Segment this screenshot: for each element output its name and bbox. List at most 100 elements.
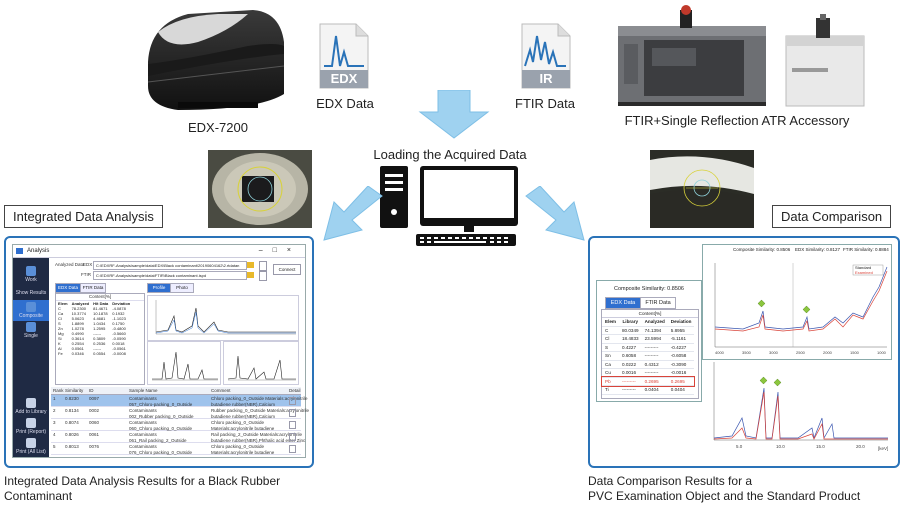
- edx-7200-instrument-image: [138, 2, 288, 114]
- sidebar-item-print-report[interactable]: Print (Report): [13, 418, 49, 435]
- content-cell: 0.4990: [71, 330, 84, 336]
- result-cell: Contaminants 061_Rail packing_2_Outside: [129, 432, 187, 443]
- result-cell: Chloro packing_0_Outside Materials:acryl…: [211, 420, 275, 431]
- tab-photo[interactable]: Photo: [170, 283, 194, 293]
- integrated-analysis-panel: Analysis –□× Work Show Results Composite…: [4, 236, 314, 468]
- ftir-path-input[interactable]: C:\EDXRF-Analysis\sample\data\FTIR\Black…: [93, 271, 247, 280]
- ftir-folder-icon[interactable]: [247, 272, 254, 278]
- ftir-x-tick: 2500: [796, 350, 806, 355]
- col-deviation: Deviation: [667, 318, 695, 327]
- content-cell: -0.5660: [112, 330, 126, 336]
- detail-icon[interactable]: [289, 421, 296, 429]
- content-cell: Zn: [58, 325, 63, 331]
- ftir-atr-accessory-label: FTIR+Single Reflection ATR Accessory: [624, 113, 850, 128]
- detail-icon[interactable]: [289, 397, 296, 405]
- left-caption: Integrated Data Analysis Results for a B…: [4, 474, 281, 503]
- analysis-window: Analysis –□× Work Show Results Composite…: [12, 244, 309, 458]
- compare-cell: 0.0404: [667, 385, 695, 395]
- ftir-data-label: FTIR Data: [515, 96, 575, 111]
- pvc-sample-photo: [650, 150, 754, 228]
- data-comparison-title: Data Comparison: [772, 205, 892, 228]
- result-list-header: Rank Similarity ID Sample Name Comment D…: [51, 387, 301, 395]
- result-cell: 0.8134: [65, 408, 79, 413]
- connect-button[interactable]: Connect: [273, 264, 301, 275]
- detail-icon[interactable]: [289, 409, 296, 417]
- right-caption: Data Comparison Results for a PVC Examin…: [588, 474, 861, 503]
- ftir-x-tick: 1500: [850, 350, 860, 355]
- edx-file-icon-small[interactable]: [259, 261, 267, 271]
- black-rubber-sample-photo: [208, 150, 312, 228]
- content-cell: C: [58, 305, 61, 311]
- result-cell: Contaminants 057_Chloro-packing_0_Outsid…: [129, 396, 193, 407]
- detail-icon[interactable]: [289, 433, 296, 441]
- compare-cell: ---------: [618, 377, 642, 386]
- col-elem: Elem: [58, 300, 68, 306]
- comparison-table-window: Composite Similarity: 0.8506 EDX Data FT…: [596, 280, 702, 402]
- compare-cell: -0.3090: [667, 360, 695, 369]
- ftir-x-tick: 3000: [769, 350, 779, 355]
- ir-file-icon-text: IR: [539, 71, 553, 86]
- result-cell: 0002: [89, 408, 100, 413]
- sidebar-item-single[interactable]: Single: [13, 322, 49, 339]
- compare-cell: ---------: [641, 351, 668, 361]
- edx-folder-icon[interactable]: [247, 262, 254, 268]
- edx-7200-label: EDX-7200: [188, 120, 248, 135]
- compare-cell: ---------: [641, 368, 668, 378]
- ftir-x-tick: 1000: [877, 350, 887, 355]
- detail-icon[interactable]: [289, 445, 296, 453]
- ftir-instrument-image: [610, 4, 772, 108]
- edx-path-input[interactable]: C:\EDXRF-Analysis\sample\data\EDX\Black …: [93, 261, 247, 270]
- ftir-file-icon-small[interactable]: [259, 271, 267, 281]
- tab-compare-ftir[interactable]: FTIR Data: [640, 297, 676, 309]
- sidebar-item-composite[interactable]: Composite: [13, 300, 49, 321]
- ftir-x-tick: 3500: [742, 350, 752, 355]
- content-cell: ------: [93, 345, 102, 351]
- content-cell: 0.3809: [93, 335, 106, 341]
- content-cell: 4.4681: [93, 315, 106, 321]
- sidebar-item-show-results[interactable]: Show Results: [15, 290, 47, 296]
- content-cell: -4.0878: [112, 305, 126, 311]
- content-cell: 0.0554: [93, 350, 106, 356]
- result-cell: Chloro packing_0_Outside Materials:acryl…: [211, 444, 275, 455]
- content-cell: -1.1023: [112, 315, 126, 321]
- tab-compare-edx[interactable]: EDX Data: [605, 297, 641, 309]
- sidebar-item-print-all-list[interactable]: Print (All List): [13, 438, 49, 455]
- content-table-box: Content[%] Elem Analyzed Hit Data Deviat…: [55, 293, 145, 385]
- compare-cell: 74.1394: [641, 326, 668, 335]
- sidebar-item-add-to-library[interactable]: Add to Library: [13, 398, 49, 415]
- result-cell: 4: [53, 432, 56, 437]
- result-cell: Rubber packing_0_Outside Materials:acryl…: [211, 408, 310, 419]
- result-cell: Chloro packing_0_Outside Materials:acryl…: [211, 396, 308, 407]
- sidebar-item-work[interactable]: Work: [13, 266, 49, 283]
- tab-ftir-data[interactable]: FTIR Data: [80, 283, 106, 293]
- content-cell: 0.2554: [71, 340, 84, 346]
- content-cell: -0.0561: [112, 345, 126, 351]
- compare-cell: Pb: [602, 377, 619, 386]
- compare-cell: ---------: [641, 343, 668, 352]
- result-cell: Contaminants 076_Chloro packing_0_Outsid…: [129, 444, 193, 455]
- compare-cell: 0.6058: [618, 351, 642, 361]
- result-cell: 0.8013: [65, 444, 79, 449]
- content-cell: S: [58, 320, 61, 326]
- content-cell: 0.1932: [112, 310, 125, 316]
- tab-edx-data[interactable]: EDX Data: [55, 283, 81, 293]
- tab-profile[interactable]: Profile: [147, 283, 171, 293]
- content-cell: Cl: [58, 315, 62, 321]
- result-cell: 0.8026: [65, 432, 79, 437]
- window-controls[interactable]: –□×: [258, 247, 301, 254]
